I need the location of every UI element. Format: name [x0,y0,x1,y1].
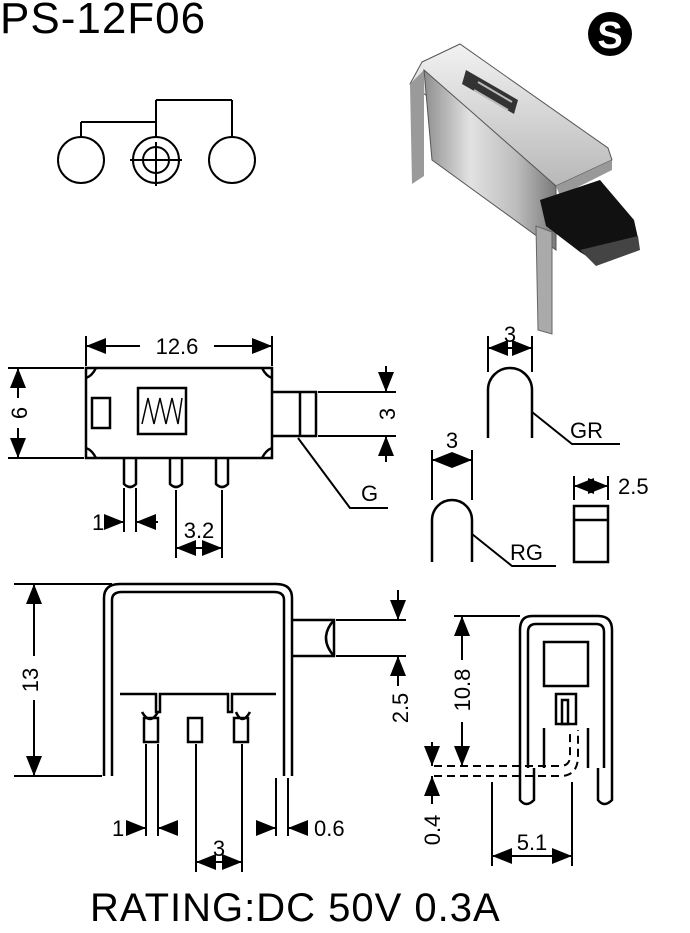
dim-width-label: 12.6 [156,334,199,359]
dim-front-10-8 [454,615,520,766]
dim-tab-label: 2.5 [618,474,649,499]
dim-lever-2-5 [336,590,406,686]
dim-gr-label: 3 [504,322,516,347]
dim-front-height-label: 10.8 [450,669,475,712]
dim-tab-2-5 [573,476,609,500]
leader-g [297,437,388,509]
dim-pin-1 [104,488,158,532]
dim-actuator-3 [318,366,396,462]
dim-pin-pitch-3-2 [175,490,223,558]
dim-leg-0-6 [256,778,308,836]
rating-text: RATING:DC 50V 0.3A [90,886,501,930]
dim-gr-3 [487,336,620,445]
dim-foot-pitch-label: 3 [213,836,225,861]
dim-actuator-label: 3 [375,408,400,420]
dim-height-label: 6 [7,407,32,419]
dim-rg-3 [431,450,556,567]
dim-pin-pitch-label: 3.2 [184,518,215,543]
top-view-body [84,366,318,489]
tab-profile [572,504,610,564]
side-view-body [102,582,336,776]
dim-width-12-6 [85,336,273,366]
safety-s-logo: S [588,12,632,57]
dim-leg-label: 0.6 [314,816,345,841]
dim-front-offset-label: 0.4 [420,815,445,846]
dim-lever-label: 2.5 [388,693,413,724]
front-dashed-pin [434,730,579,777]
dim-foot-label: 1 [112,816,124,841]
gr-profile [486,366,534,438]
logo-letter: S [597,15,622,57]
dim-foot-1 [126,744,178,836]
label-rg: RG [510,540,543,565]
rg-profile [430,498,474,562]
dim-side-height-label: 13 [18,668,43,692]
dim-height-6 [8,367,84,459]
product-photo [409,43,640,335]
dim-front-width-label: 5.1 [517,830,548,855]
schematic-symbol [57,99,256,186]
dim-rg-label: 3 [446,428,458,453]
front-view-body [518,614,614,806]
part-number-title: PS-12F06 [0,0,207,43]
label-g: G [361,481,378,506]
dim-foot-pitch-3 [195,744,243,872]
dim-height-13 [14,583,112,777]
label-gr: GR [570,418,603,443]
dim-front-5-1 [491,782,573,866]
dim-pin-label: 1 [92,510,104,535]
